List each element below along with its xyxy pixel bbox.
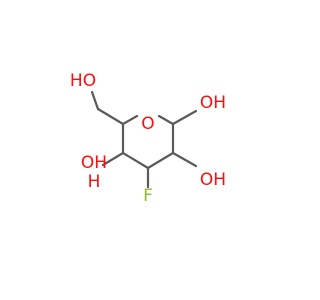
bond-ring-o-c1 <box>157 114 175 126</box>
bond-c4-oh <box>101 151 125 167</box>
hydroxymethyl-oh-label: HO <box>70 71 96 91</box>
c2-hydroxyl-label: OH <box>200 170 226 190</box>
bond-c1-oh <box>171 109 198 126</box>
bond-ring-c2-c3 <box>146 151 175 170</box>
c4-hydroxyl-label: OH <box>81 153 107 173</box>
fluorine-label: F <box>143 186 153 206</box>
bond-ring-c3-c4 <box>121 151 150 170</box>
ring-oxygen-label: O <box>141 114 154 134</box>
bond-ring-c5-o <box>121 114 139 126</box>
c1-hydroxyl-label: OH <box>200 93 226 113</box>
structure-diagram: O HO OH OH OH H F <box>70 71 226 206</box>
bond-c5-ch2 <box>96 107 125 126</box>
bond-ch2-o <box>90 90 100 111</box>
c4-hydroxyl-h-label: H <box>88 172 101 192</box>
bond-c2-oh <box>171 151 198 168</box>
